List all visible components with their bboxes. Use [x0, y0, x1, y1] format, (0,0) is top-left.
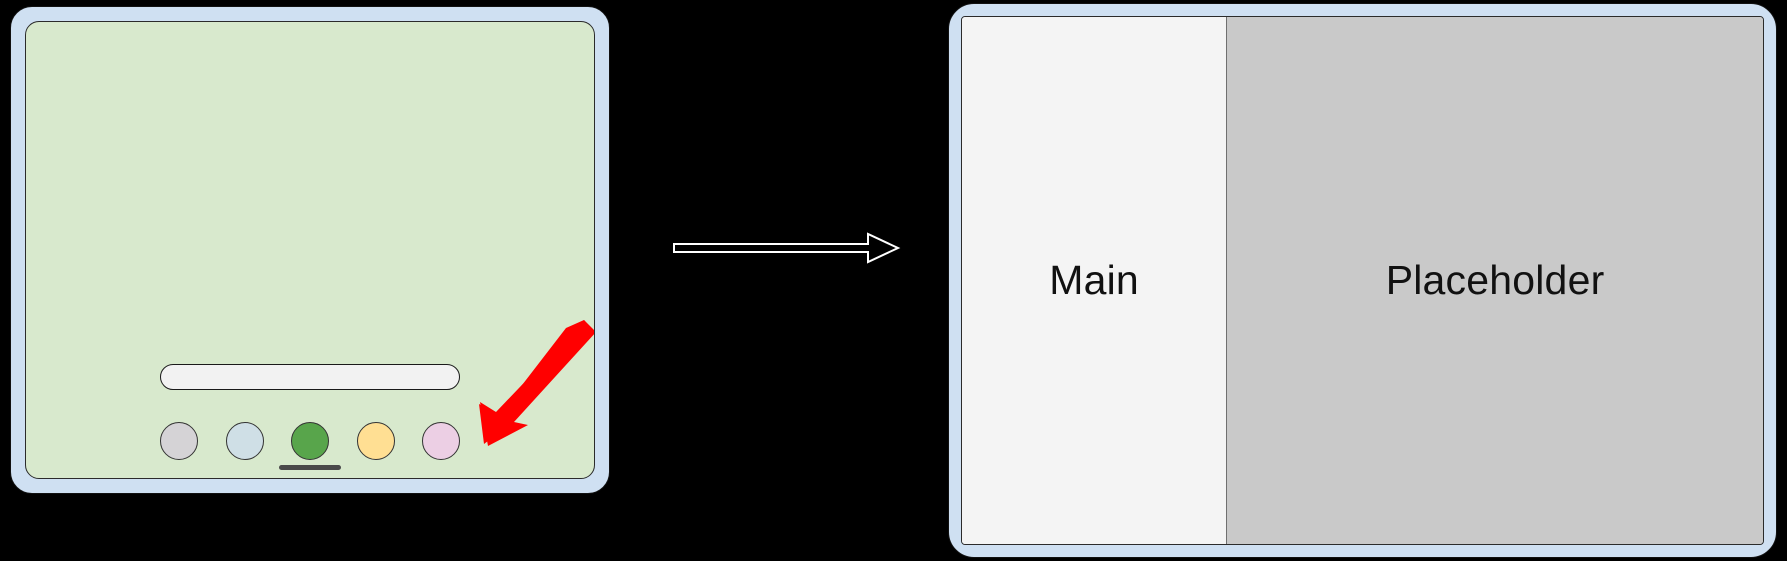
home-indicator	[279, 465, 341, 470]
pane-main[interactable]: Main	[962, 17, 1228, 544]
pane-placeholder[interactable]: Placeholder	[1227, 17, 1763, 544]
search-input[interactable]	[160, 364, 460, 390]
dot-blue[interactable]	[225, 422, 264, 460]
dot-row	[160, 417, 460, 465]
tablet-before-screen	[25, 21, 595, 479]
pane-main-label: Main	[1049, 257, 1139, 303]
dot-pink[interactable]	[422, 422, 460, 460]
dot-gray[interactable]	[160, 422, 198, 460]
tablet-after-frame: Main Placeholder	[948, 3, 1777, 558]
transition-arrow-icon	[673, 232, 901, 264]
tablet-before-frame	[10, 6, 610, 494]
pane-placeholder-label: Placeholder	[1385, 257, 1605, 303]
tablet-after-screen: Main Placeholder	[961, 16, 1764, 545]
dot-yellow[interactable]	[356, 422, 395, 460]
red-pointer-arrow-icon	[479, 320, 594, 446]
dot-green[interactable]	[291, 422, 329, 460]
